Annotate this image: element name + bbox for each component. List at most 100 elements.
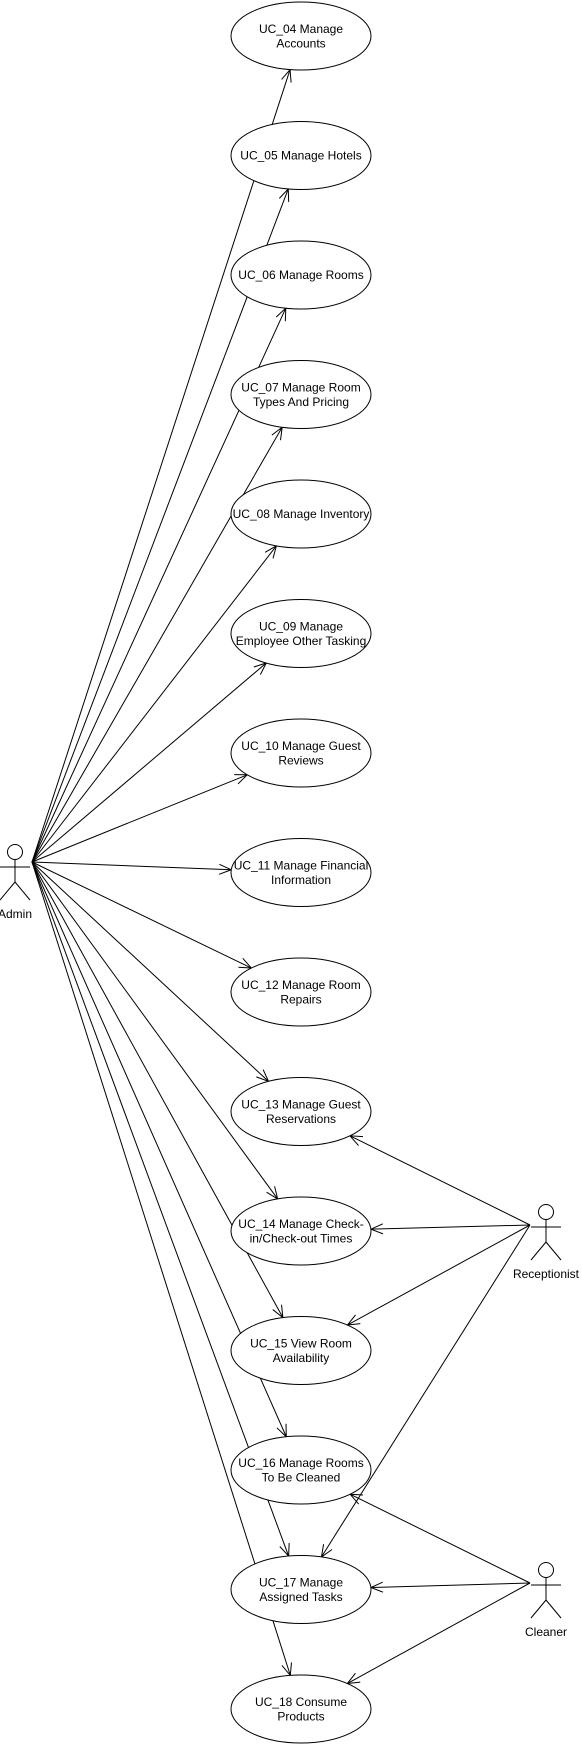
association-admin-uc13 <box>31 861 270 1083</box>
use-case-label: UC_08 Manage Inventory <box>233 507 370 521</box>
actor-left-leg <box>530 1599 547 1619</box>
use-case-label: UC_09 Manage <box>259 619 343 633</box>
association-line <box>347 1224 531 1326</box>
association-line <box>370 1224 531 1230</box>
actor-head <box>538 1204 554 1220</box>
use-case-ellipse <box>230 1435 372 1505</box>
use-case-label: To Be Cleaned <box>262 1470 341 1484</box>
use-case-ellipse <box>230 1196 372 1266</box>
use-case-label: UC_05 Manage Hotels <box>240 149 361 163</box>
use-case-ellipse <box>230 1 372 71</box>
actor-receptionist[interactable]: Receptionist <box>513 1204 580 1282</box>
use-case-label: UC_15 View Room <box>250 1336 352 1350</box>
association-admin-uc08 <box>31 544 278 863</box>
use-case-label: Products <box>277 1709 324 1723</box>
actor-cleaner[interactable]: Cleaner <box>525 1562 567 1640</box>
actor-label: Receptionist <box>513 1267 580 1281</box>
use-case-label: in/Check-out Times <box>250 1231 353 1245</box>
association-line <box>31 861 252 969</box>
association-line <box>31 861 279 1200</box>
use-case-ellipse <box>230 360 372 429</box>
use-case-label: UC_12 Manage Room <box>241 978 360 992</box>
association-line <box>347 1582 531 1684</box>
association-line <box>31 861 290 1557</box>
use-case-label: UC_04 Manage <box>259 22 343 36</box>
association-line <box>31 861 269 1082</box>
association-line <box>31 545 277 863</box>
actor-left-leg <box>0 881 16 901</box>
use-case-label: Accounts <box>276 36 325 50</box>
association-line <box>349 1135 531 1226</box>
use-case-ellipse <box>230 718 372 788</box>
association-line <box>321 1224 531 1558</box>
association-line <box>31 861 291 1676</box>
actor-label: Cleaner <box>525 1625 567 1639</box>
use-case-label: Assigned Tasks <box>259 1590 342 1604</box>
use-case-uc05[interactable]: UC_05 Manage Hotels <box>230 121 372 190</box>
actor-right-leg <box>545 1241 562 1261</box>
use-case-ellipse <box>230 1316 372 1385</box>
association-line <box>349 1493 531 1584</box>
use-case-label: UC_13 Manage Guest <box>241 1097 361 1111</box>
use-case-uc08[interactable]: UC_08 Manage Inventory <box>230 479 372 549</box>
use-case-label: UC_06 Manage Rooms <box>238 268 363 282</box>
association-line <box>31 861 232 871</box>
association-cleaner-uc17 <box>369 1581 531 1593</box>
use-case-label: UC_16 Manage Rooms <box>238 1456 363 1470</box>
use-case-label: UC_18 Consume <box>255 1695 347 1709</box>
association-cleaner-uc16 <box>348 1493 531 1584</box>
use-case-ellipse <box>230 1674 372 1744</box>
use-case-label: Employee Other Tasking <box>236 634 367 648</box>
use-case-ellipse <box>230 599 372 668</box>
association-admin-uc11 <box>31 861 233 875</box>
use-case-ellipse <box>230 957 372 1027</box>
association-receptionist-uc15 <box>346 1224 531 1326</box>
use-case-ellipse <box>230 1077 372 1146</box>
actor-head <box>7 844 23 860</box>
use-case-ellipse <box>230 838 372 907</box>
use-case-label: Types And Pricing <box>253 395 349 409</box>
actor-left-leg <box>530 1241 547 1261</box>
use-case-uc14[interactable]: UC_14 Manage Check-in/Check-out Times <box>230 1196 372 1266</box>
association-line <box>31 662 267 863</box>
association-receptionist-uc13 <box>348 1135 531 1226</box>
association-admin-uc09 <box>31 662 268 863</box>
actor-right-leg <box>545 1599 562 1619</box>
actor-right-leg <box>14 881 31 901</box>
association-receptionist-uc17 <box>320 1224 531 1559</box>
use-case-label: UC_14 Manage Check- <box>238 1217 363 1231</box>
use-case-ellipse <box>230 1555 372 1624</box>
association-receptionist-uc14 <box>369 1223 531 1235</box>
actor-head <box>538 1562 554 1578</box>
use-case-ellipse <box>230 479 372 549</box>
actor-admin[interactable]: Admin <box>0 844 32 922</box>
association-admin-uc14 <box>31 861 279 1201</box>
use-case-label: UC_10 Manage Guest <box>241 739 361 753</box>
association-line <box>31 69 291 863</box>
use-case-label: Reservations <box>266 1112 336 1126</box>
association-line <box>31 188 289 863</box>
association-cleaner-uc18 <box>346 1582 531 1685</box>
use-case-label: UC_07 Manage Room <box>241 380 360 394</box>
association-line <box>370 1582 531 1589</box>
use-case-ellipse <box>230 121 372 190</box>
use-case-label: Reviews <box>278 753 323 767</box>
use-case-ellipse <box>230 240 372 310</box>
use-case-label: UC_11 Manage Financial <box>234 858 369 872</box>
use-case-label: Information <box>271 873 331 887</box>
use-case-uc06[interactable]: UC_06 Manage Rooms <box>230 240 372 310</box>
